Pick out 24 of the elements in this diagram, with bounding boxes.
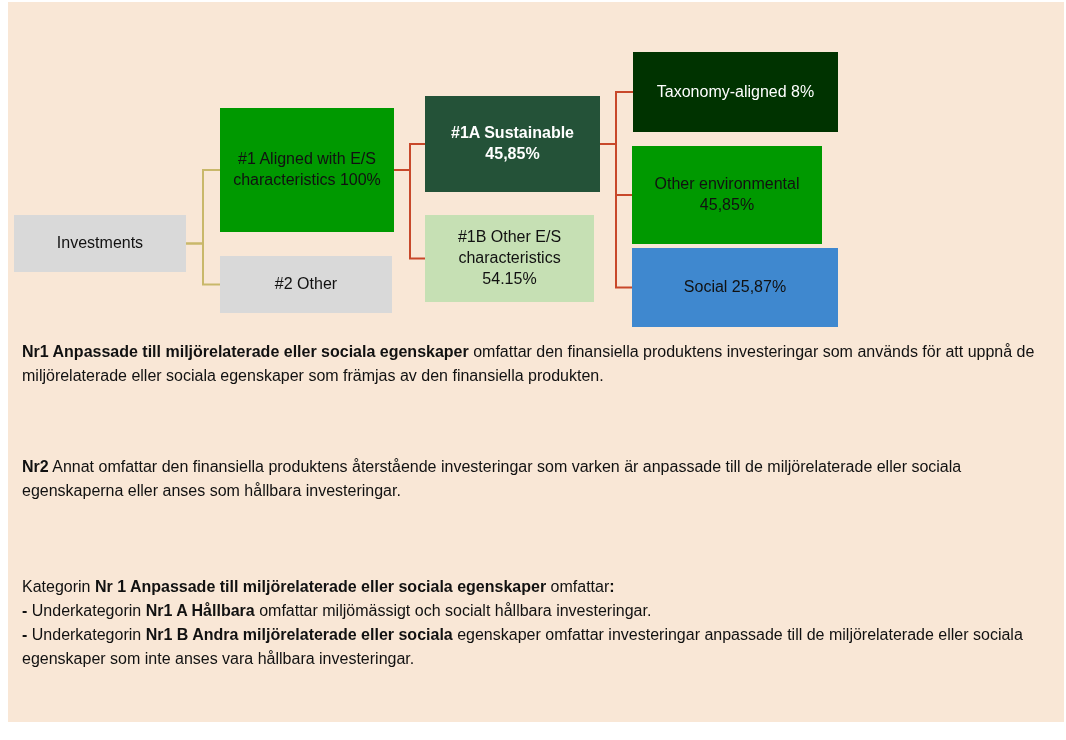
category-box: [633, 52, 838, 132]
category-box: [632, 248, 838, 327]
box-label: Social 25,87%: [683, 277, 787, 298]
description-paragraph: - Underkategorin Nr1 B Andra miljörelaterade eller sociala egenskaper omfattar investeringar anpassade till de miljörelaterade eller sociala egenskaper som inte anses vara hållbara investeringar.: [22, 625, 1024, 669]
box-label: #1B Other E/S characteristics 54.15%: [456, 227, 563, 289]
box-label: #1A Sustainable 45,85%: [450, 123, 575, 164]
connector-line: [599, 143, 633, 289]
description-paragraph: Nr2 Annat omfattar den finansiella produktens återstående investeringar som varken är anpassade till de miljörelaterade eller sociala egenskaperna eller anses som hållbara investeringar.: [22, 457, 963, 501]
category-box: [14, 215, 186, 272]
category-box: [220, 108, 394, 232]
box-label: #1 Aligned with E/S characteristics 100%: [232, 149, 382, 190]
category-box: [220, 256, 392, 313]
box-label: Taxonomy-aligned 8%: [656, 81, 815, 102]
description-paragraph: Nr1 Anpassade till miljörelaterade eller sociala egenskaper omfattar den finansiella produktens investeringar som används för att uppnå de miljörelaterade eller sociala egenskaper som främjas av den finansiella produkten.: [22, 342, 1036, 386]
connector-line: [185, 242, 221, 286]
box-label: Other environmental 45,85%: [653, 174, 801, 215]
box-label: #2 Other: [274, 274, 338, 295]
connector-line: [393, 169, 426, 260]
description-paragraph: Kategorin Nr 1 Anpassade till miljörelaterade eller sociala egenskaper omfattar:: [22, 577, 616, 597]
box-label: Investments: [56, 233, 144, 254]
category-box: [425, 215, 594, 302]
category-box: [425, 96, 600, 192]
category-box: [632, 146, 822, 244]
description-paragraph: - Underkategorin Nr1 A Hållbara omfattar miljömässigt och socialt hållbara investeringar.: [22, 601, 653, 621]
